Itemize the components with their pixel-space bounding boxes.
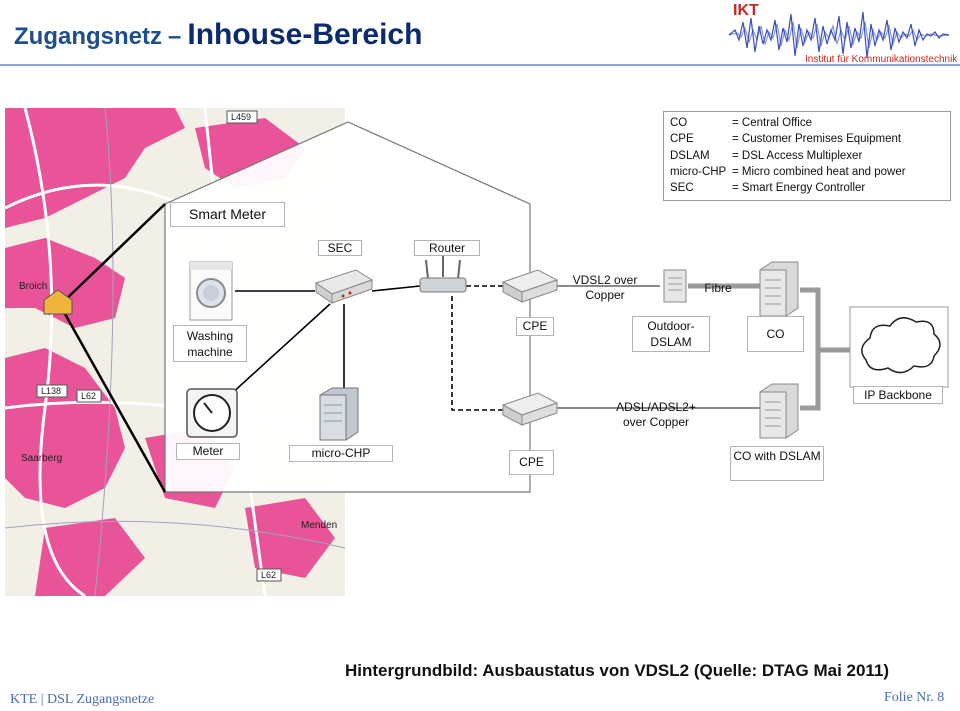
line-router-cpe2 — [451, 296, 503, 411]
footer-course: KTE | DSL Zugangsnetze — [10, 692, 155, 707]
line-sec-meter — [229, 303, 331, 396]
title-part2: Inhouse-Bereich — [187, 18, 423, 51]
title-dash: – — [168, 23, 182, 50]
legend-abbr: CPE — [670, 133, 694, 146]
co-dslam-label: CO with DSLAM — [730, 446, 824, 481]
legend-abbr: CO — [670, 117, 688, 129]
vdsl2-label: VDSL2 over Copper — [572, 273, 638, 302]
outdoor-dslam-icon — [663, 269, 687, 303]
legend-abbr: DSLAM — [670, 149, 710, 162]
co-server-icon — [759, 261, 799, 317]
co-dslam-server-icon — [759, 383, 799, 439]
router-label: Router — [414, 240, 480, 256]
fibre-co-backbone — [800, 287, 850, 353]
sec-label: SEC — [318, 240, 362, 256]
legend-abbr: SEC — [670, 182, 694, 195]
map-town2: Saarberg — [21, 453, 62, 464]
map-road4: L62 — [261, 570, 276, 580]
fibre-codslam-backbone — [800, 350, 821, 411]
co-label: CO — [747, 316, 804, 352]
legend-desc: = Central Office — [732, 117, 813, 129]
map-town1: Broich — [19, 281, 47, 292]
micro-chp-icon — [319, 387, 359, 441]
legend-desc: = Smart Energy Controller — [732, 182, 866, 195]
legend-desc: = Customer Premises Equipment — [732, 133, 902, 146]
logo-institute: Institut für Kommunikationstechnik — [805, 54, 958, 65]
legend-abbr: micro-CHP — [670, 165, 727, 178]
legend-row: SEC = Smart Energy Controller — [670, 180, 944, 196]
smart-meter-label: Smart Meter — [170, 202, 285, 227]
legend-row: micro-CHP = Micro combined heat and power — [670, 164, 944, 180]
cpe-top-label: CPE — [516, 317, 554, 336]
ip-backbone-label: IP Backbone — [853, 386, 943, 404]
ikt-logo — [728, 11, 950, 59]
page-title: Zugangsnetz–Inhouse-Bereich — [14, 18, 422, 52]
outdoor-dslam-label: Outdoor-DSLAM — [632, 316, 710, 352]
micro-chp-label: micro-CHP — [289, 445, 393, 462]
logo-wave-icon — [728, 11, 950, 59]
fibre-label: Fibre — [704, 281, 732, 295]
logo-text: IKT — [733, 2, 759, 19]
sec-device-icon — [314, 269, 374, 304]
map-road3: L62 — [81, 391, 96, 401]
meter-label: Meter — [176, 443, 240, 460]
cpe-top-icon — [501, 269, 559, 303]
line-sec-router — [371, 285, 421, 292]
legend-row: CPE = Customer Premises Equipment — [670, 131, 944, 147]
abbreviation-legend: CO = Central Office CPE = Customer Premise… — [663, 111, 951, 201]
adsl-label: ADSL/ADSL2+ over Copper — [616, 400, 696, 429]
meter-icon — [186, 388, 238, 438]
header-divider — [0, 64, 960, 66]
ip-backbone-cloud-icon — [849, 306, 949, 388]
washing-machine-icon — [189, 261, 233, 321]
map-town3: Menden — [301, 520, 337, 531]
footer-slide-number: Folie Nr. 8 — [884, 690, 945, 705]
cpe-bottom-label: CPE — [509, 450, 554, 475]
legend-row: CO = Central Office — [670, 115, 944, 131]
map-road1: L459 — [231, 112, 251, 122]
router-icon — [419, 255, 467, 293]
legend-desc: = Micro combined heat and power — [732, 165, 906, 178]
map-house-icon — [43, 289, 73, 315]
title-part1: Zugangsnetz — [14, 23, 162, 50]
cpe-bottom-icon — [501, 392, 559, 426]
legend-desc: = DSL Access Multiplexer — [732, 149, 863, 162]
map-road2: L138 — [41, 386, 61, 396]
background-caption: Hintergrundbild: Ausbaustatus von VDSL2 … — [345, 661, 890, 680]
legend-row: DSLAM = DSL Access Multiplexer — [670, 148, 944, 164]
washing-machine-label: Washing machine — [173, 325, 247, 362]
